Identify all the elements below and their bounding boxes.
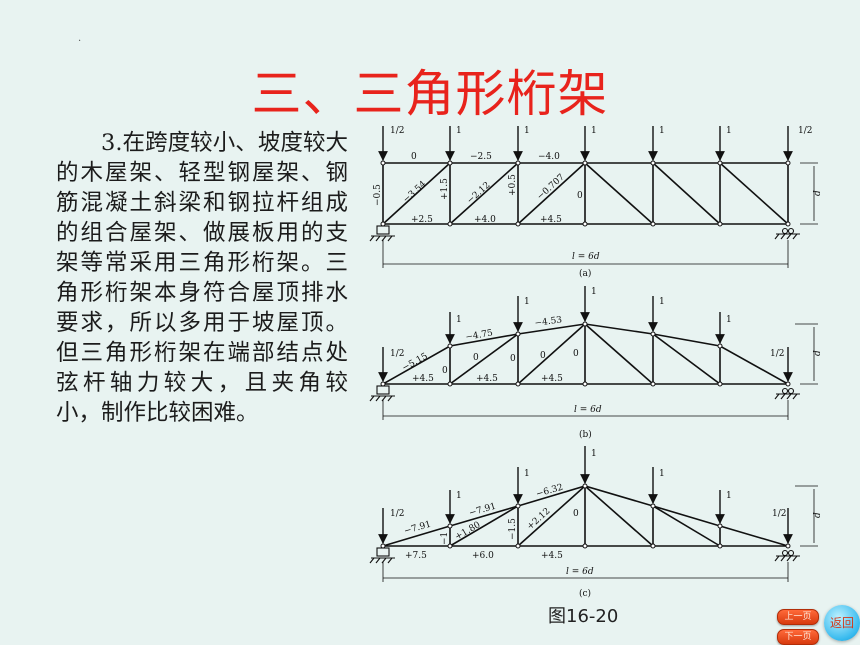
load-label: 1 <box>726 126 732 136</box>
figure-caption: 图16-20 <box>548 606 619 627</box>
force-label: +1.5 <box>440 178 450 200</box>
height-label: d <box>813 350 823 356</box>
force-label: +4.5 <box>412 374 434 384</box>
load-label: 1 <box>726 315 732 325</box>
prev-page-button[interactable]: 上一页 <box>777 609 819 625</box>
load-label: 1 <box>456 315 462 325</box>
load-label: 1/2 <box>390 509 404 519</box>
load-label: 1 <box>591 126 597 136</box>
subfigure-caption: (b) <box>579 429 592 440</box>
truss-c-load-labels: 1/2 1 1 1 1 1 1/2 <box>390 449 786 519</box>
load-label: 1 <box>456 126 462 136</box>
force-label: −2.5 <box>470 152 492 162</box>
force-label: −4.0 <box>538 152 560 162</box>
next-page-button[interactable]: 下一页 <box>777 629 819 645</box>
force-label: 0 <box>573 349 579 359</box>
force-label: +4.5 <box>476 374 498 384</box>
truss-figure: 1/2 1 1 1 1 1 1/2 0 −2.5 −4.0 +2.5 +4.0 … <box>369 126 823 599</box>
force-label: −7.91 <box>403 520 432 537</box>
truss-a-load-labels: 1/2 1 1 1 1 1 1/2 <box>390 126 812 136</box>
force-label: −1 <box>440 532 450 545</box>
force-label: +4.5 <box>541 374 563 384</box>
force-label: +7.5 <box>405 551 427 561</box>
truss-c-supports <box>369 547 800 564</box>
span-label: l = 6d <box>574 405 602 415</box>
span-label: l = 6d <box>572 252 600 262</box>
height-label: d <box>813 190 823 196</box>
load-label: 1 <box>659 469 665 479</box>
truss-a-loads <box>378 126 793 161</box>
force-label: +4.5 <box>540 215 562 225</box>
force-label: −5.15 <box>401 351 430 373</box>
force-label: −1.5 <box>508 518 518 540</box>
force-label: 0 <box>411 152 417 162</box>
load-label: 1 <box>524 469 530 479</box>
subfigure-caption: (a) <box>579 268 591 279</box>
force-label: +4.0 <box>474 215 496 225</box>
force-label: −2.12 <box>465 180 492 206</box>
force-label: 0 <box>442 366 448 376</box>
load-label: 1/2 <box>390 349 404 359</box>
force-label: 0 <box>540 351 546 361</box>
force-label: −3.54 <box>401 179 428 205</box>
truss-b-supports <box>369 385 800 402</box>
force-label: +6.0 <box>472 551 494 561</box>
body-paragraph: 3.在跨度较小、坡度较大的木屋架、轻型钢屋架、钢筋混凝土斜梁和钢拉杆组成的组合屋… <box>56 130 348 426</box>
load-label: 1 <box>591 449 597 459</box>
truss-b-loads <box>378 286 793 382</box>
load-label: 1 <box>659 126 665 136</box>
force-label: 0 <box>510 354 516 364</box>
subfigure-caption: (c) <box>579 588 591 599</box>
span-label: l = 6d <box>566 567 594 577</box>
load-label: 1 <box>524 126 530 136</box>
truss-b-force-labels: −5.15 −4.75 −4.53 +4.5 +4.5 +4.5 0 0 0 0… <box>401 315 579 384</box>
return-button[interactable]: 返回 <box>824 605 860 641</box>
height-label: d <box>813 512 823 518</box>
force-label: −4.75 <box>465 328 494 343</box>
force-label: −4.53 <box>534 315 563 329</box>
load-label: 1/2 <box>798 126 812 136</box>
load-label: 1 <box>456 491 462 501</box>
force-label: +4.5 <box>541 551 563 561</box>
load-label: 1 <box>726 491 732 501</box>
force-label: 0 <box>577 191 583 201</box>
truss-a-supports <box>369 225 800 242</box>
force-label: 0 <box>473 353 479 363</box>
force-label: +0.5 <box>508 174 518 196</box>
force-label: 0 <box>573 509 579 519</box>
load-label: 1 <box>591 287 597 297</box>
load-label: 1 <box>659 297 665 307</box>
force-label: −0.707 <box>535 172 567 202</box>
truss-b-load-labels: 1/2 1 1 1 1 1 1/2 <box>390 287 784 359</box>
slide-title: 三、三角形桁架 <box>251 65 609 123</box>
load-label: 1/2 <box>772 509 786 519</box>
force-label: −0.5 <box>373 184 383 206</box>
decorative-dot: . <box>78 33 82 44</box>
truss-c-loads <box>378 446 793 544</box>
load-label: 1 <box>524 297 530 307</box>
force-label: +2.5 <box>411 215 433 225</box>
load-label: 1/2 <box>770 349 784 359</box>
load-label: 1/2 <box>390 126 404 136</box>
